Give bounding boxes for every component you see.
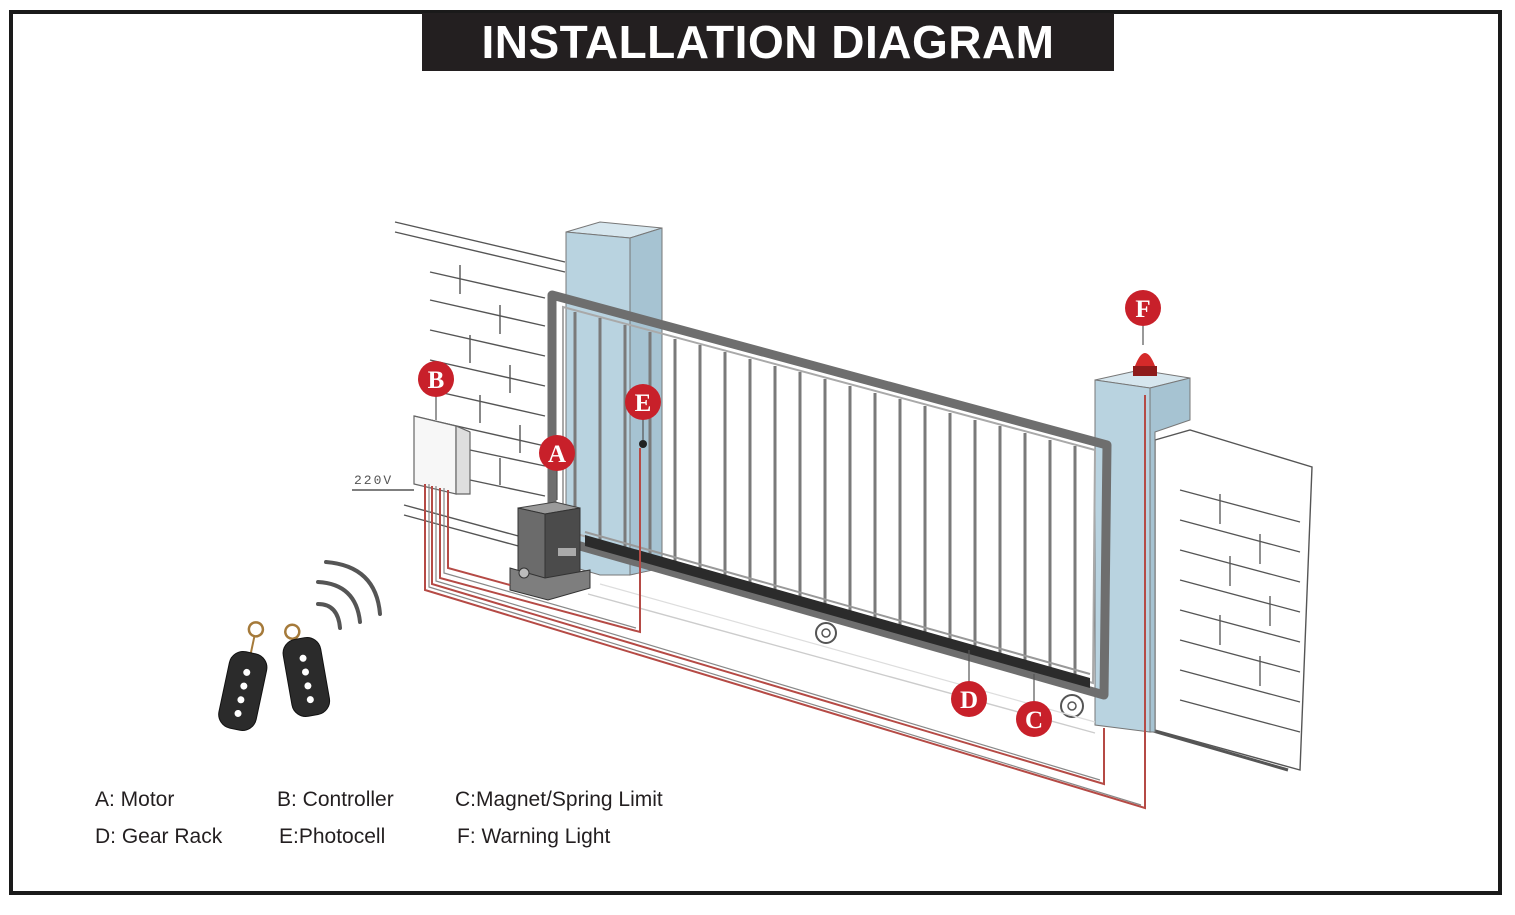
voltage-label: 220V [354, 473, 393, 488]
svg-text:F: F [1135, 296, 1150, 323]
marker-f: F [1125, 290, 1161, 345]
marker-c: C [1016, 701, 1052, 737]
photocell-sensor [639, 440, 647, 448]
wiring [424, 395, 1146, 810]
remote-control-icon [218, 621, 331, 731]
svg-text:C: C [1025, 707, 1043, 734]
sliding-gate [547, 290, 1112, 734]
svg-text:D: D [960, 687, 978, 714]
marker-b: B [418, 361, 454, 397]
diagram-title: INSTALLATION DIAGRAM [422, 13, 1114, 71]
controller-box [413, 396, 471, 495]
svg-text:E: E [635, 390, 652, 417]
svg-text:B: B [428, 367, 445, 394]
marker-a: A [539, 435, 575, 471]
gate-motor [509, 501, 591, 601]
marker-e: E [625, 384, 661, 420]
svg-text:A: A [548, 441, 566, 468]
marker-d: D [951, 681, 987, 717]
wireless-signal-icon [316, 560, 382, 630]
right-brick-wall [1149, 429, 1313, 772]
warning-light-icon [1133, 353, 1157, 376]
